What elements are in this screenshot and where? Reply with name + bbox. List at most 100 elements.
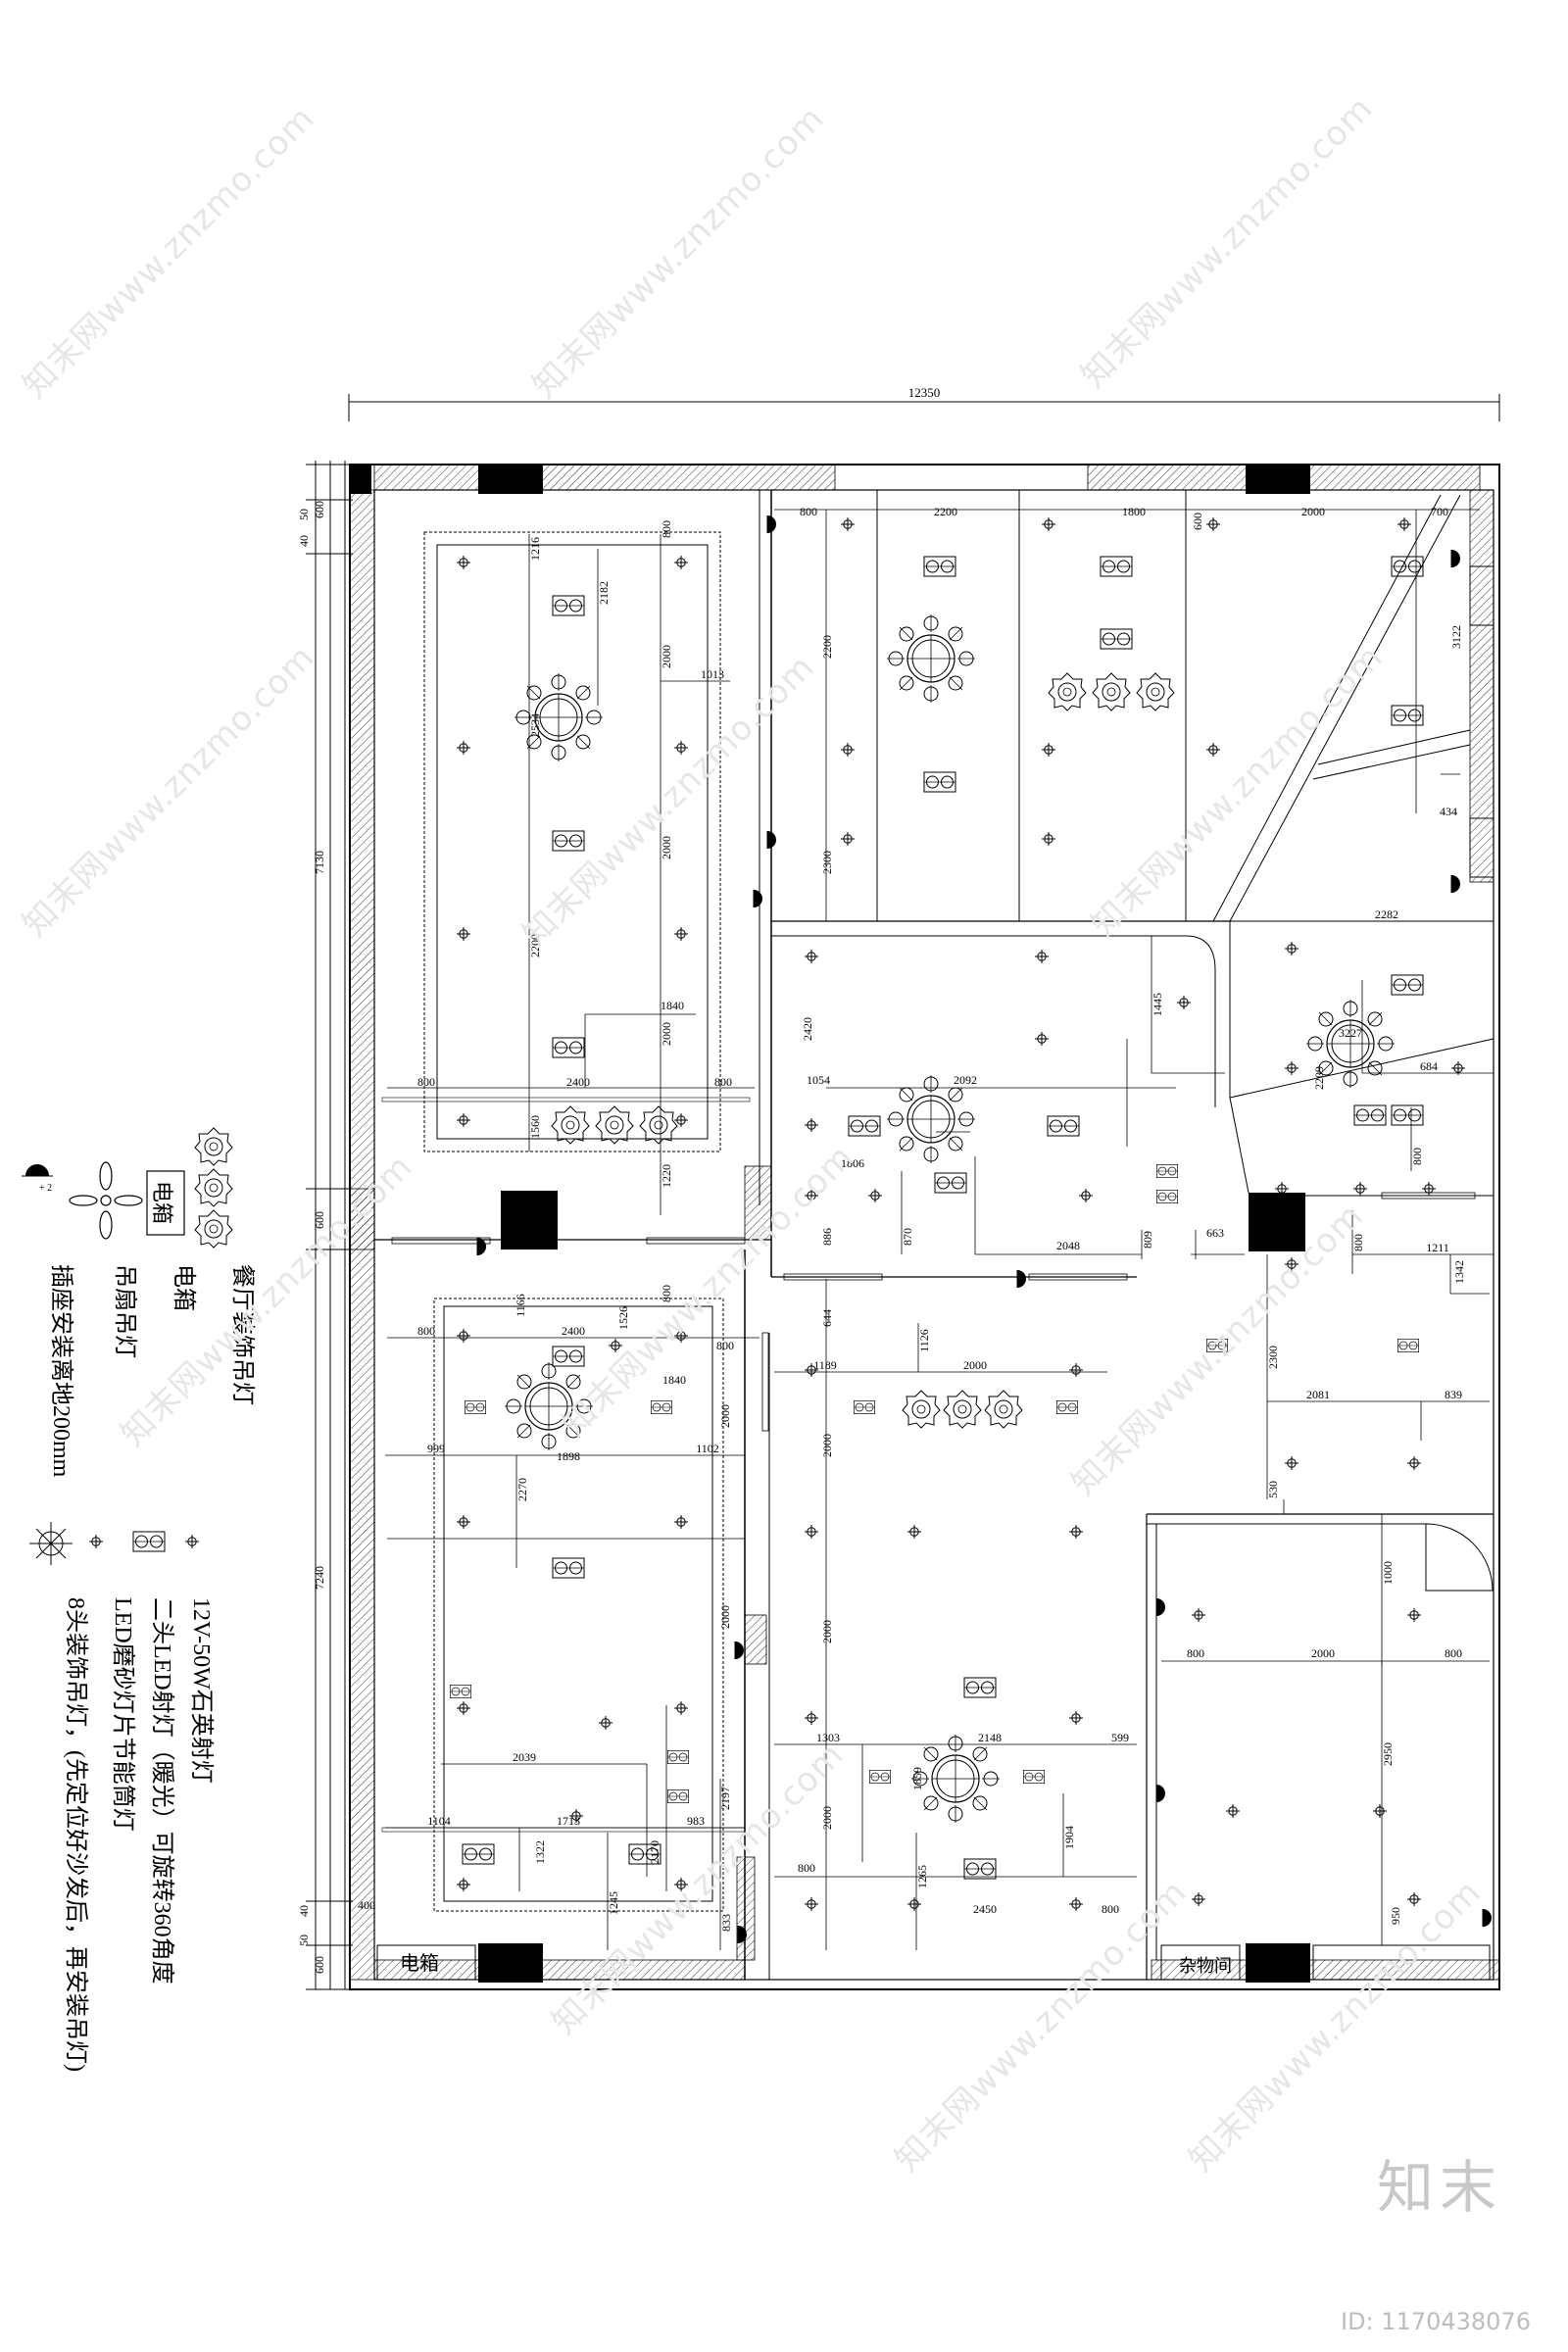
dim-label: 1303 — [816, 1731, 840, 1744]
dim-label: 2170 — [648, 1840, 662, 1864]
dim-label: 800 — [716, 1339, 734, 1352]
dim-label: 2000 — [718, 1404, 732, 1428]
dim-label: 434 — [1440, 805, 1457, 818]
dim-label: 3122 — [1449, 625, 1463, 649]
legend-fan-icon — [69, 1161, 143, 1240]
brand-logo: 知末 — [1377, 2154, 1503, 2221]
dim-label: 2000 — [1301, 505, 1325, 518]
dim-label: 1560 — [528, 1115, 542, 1139]
legend-electric-box-symbol: 电箱 — [146, 1170, 185, 1236]
dim-label: 2420 — [801, 1017, 814, 1041]
dim-label: 1445 — [1151, 993, 1164, 1016]
dim-label: 2081 — [1306, 1388, 1330, 1401]
dim-label: 1104 — [427, 1814, 451, 1828]
dim-label: 886 — [820, 1228, 834, 1246]
dim-label: 600 — [1191, 513, 1204, 530]
dim-label: 1166 — [514, 1294, 527, 1317]
overall-width-label: 12350 — [908, 385, 941, 400]
legend: 餐厅装饰吊灯 电箱 电箱 吊扇吊灯 + 2 插座安装离地200mm 12V-50… — [22, 1127, 256, 2072]
ceiling-frames — [381, 531, 751, 1912]
legend-electric-box-symbol-text: 电箱 — [150, 1181, 174, 1224]
dim-label: 2000 — [660, 645, 673, 668]
dim-label: 800 — [1102, 1902, 1119, 1916]
dim-label: 2000 — [660, 836, 673, 859]
dim-label: 2048 — [1056, 1239, 1080, 1252]
left-dim-50-bottom: 50 — [297, 1935, 311, 1946]
dim-label: 809 — [1141, 1231, 1154, 1249]
dim-label: 2000 — [963, 1358, 987, 1372]
dim-label: 800 — [660, 520, 673, 538]
dim-label: 2200 — [528, 934, 542, 957]
dim-label: 2200 — [934, 505, 957, 518]
dim-label: 2300 — [820, 851, 834, 874]
dim-label: 1840 — [661, 999, 684, 1012]
dim-label: 2182 — [597, 581, 611, 605]
dim-label: 700 — [1431, 505, 1448, 518]
dim-label: 2450 — [973, 1902, 997, 1916]
dim-label: 1898 — [557, 1449, 580, 1463]
left-dim-600-bottom: 600 — [313, 1956, 326, 1974]
dim-label: 2000 — [1311, 1646, 1335, 1660]
dim-label: 684 — [1420, 1059, 1438, 1073]
dim-label: 1102 — [696, 1442, 719, 1455]
dim-label: 2000 — [718, 1605, 732, 1629]
dim-label: 950 — [1389, 1907, 1402, 1925]
dim-label: 2950 — [1381, 1742, 1395, 1766]
dim-label: 599 — [1111, 1731, 1129, 1744]
dim-label: 2270 — [515, 1478, 529, 1501]
dim-label: 663 — [1206, 1226, 1224, 1240]
dim-label: 800 — [1351, 1234, 1365, 1251]
dim-label: 1526 — [616, 1306, 630, 1330]
dim-label: 1220 — [660, 1164, 673, 1188]
dim-label: 530 — [1266, 1481, 1280, 1498]
storage-room-label: 杂物间 — [1179, 1956, 1232, 1976]
left-dim-600-mid: 600 — [313, 1211, 326, 1229]
dim-label: 800 — [1187, 1646, 1204, 1660]
dim-label: 1189 — [813, 1358, 837, 1372]
dim-label: 1216 — [528, 537, 542, 561]
legend-socket-label: 插座安装离地200mm — [48, 1264, 74, 1478]
dim-label: 2000 — [660, 1022, 673, 1046]
legend-electric-box-label: 电箱 — [171, 1264, 197, 1311]
legend-led-spot-label: 二头LED射灯（暖光）可旋转360角度 — [149, 1597, 175, 1984]
left-dim-7240: 7240 — [313, 1566, 326, 1590]
electric-box-room-label: 电箱 — [400, 1952, 439, 1975]
left-dim-40-top: 40 — [297, 535, 311, 547]
dim-label: 870 — [901, 1228, 914, 1246]
dim-label: 1013 — [701, 667, 724, 681]
dim-label: 800 — [417, 1075, 435, 1089]
image-id-label: ID: 1170438076 — [1341, 2308, 1531, 2335]
dim-label: 2400 — [566, 1075, 590, 1089]
dim-label: 2000 — [820, 1620, 834, 1643]
dim-label: 2282 — [1375, 907, 1398, 921]
dim-label: 2534 — [528, 713, 542, 737]
dim-label: 2148 — [978, 1731, 1002, 1744]
dim-label: 1245 — [607, 1891, 620, 1915]
dim-label: 2092 — [954, 1073, 977, 1087]
legend-led-downlight-label: LED磨砂灯片节能筒灯 — [110, 1597, 136, 1832]
dimension-lines — [385, 509, 1494, 1950]
left-dim-7130: 7130 — [313, 851, 326, 874]
walls — [349, 464, 1500, 1990]
dim-label: 2000 — [820, 1434, 834, 1457]
dim-label: 644 — [820, 1309, 834, 1327]
dim-label: 1126 — [917, 1329, 931, 1352]
dim-label: 800 — [798, 1861, 815, 1875]
dim-label: 983 — [687, 1814, 705, 1828]
dim-label: 800 — [714, 1075, 732, 1089]
dim-label: 1342 — [1452, 1260, 1466, 1284]
dim-label: 1000 — [1381, 1561, 1395, 1585]
legend-chandelier-icon — [29, 1522, 73, 1565]
dim-label: 833 — [719, 1914, 733, 1932]
dim-label: 2197 — [718, 1787, 732, 1810]
dim-label: 1800 — [1122, 505, 1146, 518]
left-dimension-chain — [306, 461, 353, 1990]
dim-label: 800 — [800, 505, 817, 518]
dim-label: 2200 — [820, 635, 834, 659]
dim-label: 2039 — [513, 1750, 536, 1764]
dim-label: 839 — [1445, 1388, 1462, 1401]
dim-label: 1806 — [841, 1156, 864, 1170]
dim-label: 2000 — [820, 1806, 834, 1830]
dimension-texts: 800 2200 1800 600 2000 700 1216 800 2182… — [417, 505, 1466, 1932]
